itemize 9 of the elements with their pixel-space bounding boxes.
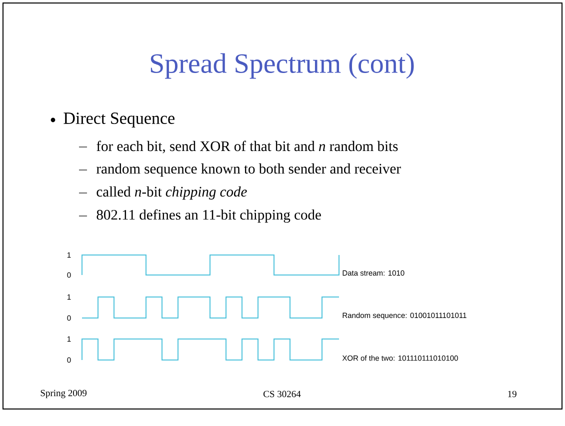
sub-bullet-text: called n-bit chipping code: [96, 186, 247, 200]
bullet-text: Direct Sequence: [64, 112, 174, 128]
sub-bullet-text: random sequence known to both sender and receiver: [96, 163, 401, 177]
footer-text: Spring 2009: [40, 390, 87, 398]
footer-text: CS 30264: [264, 390, 301, 398]
sub-bullet-text: for each bit, send XOR of that bit and n random bits: [96, 140, 398, 154]
slide-title: Spread Spectrum (cont): [150, 53, 414, 79]
sub-bullet-text: 802.11 defines an 11-bit chipping code: [96, 209, 321, 223]
page-number: 19: [508, 390, 516, 398]
